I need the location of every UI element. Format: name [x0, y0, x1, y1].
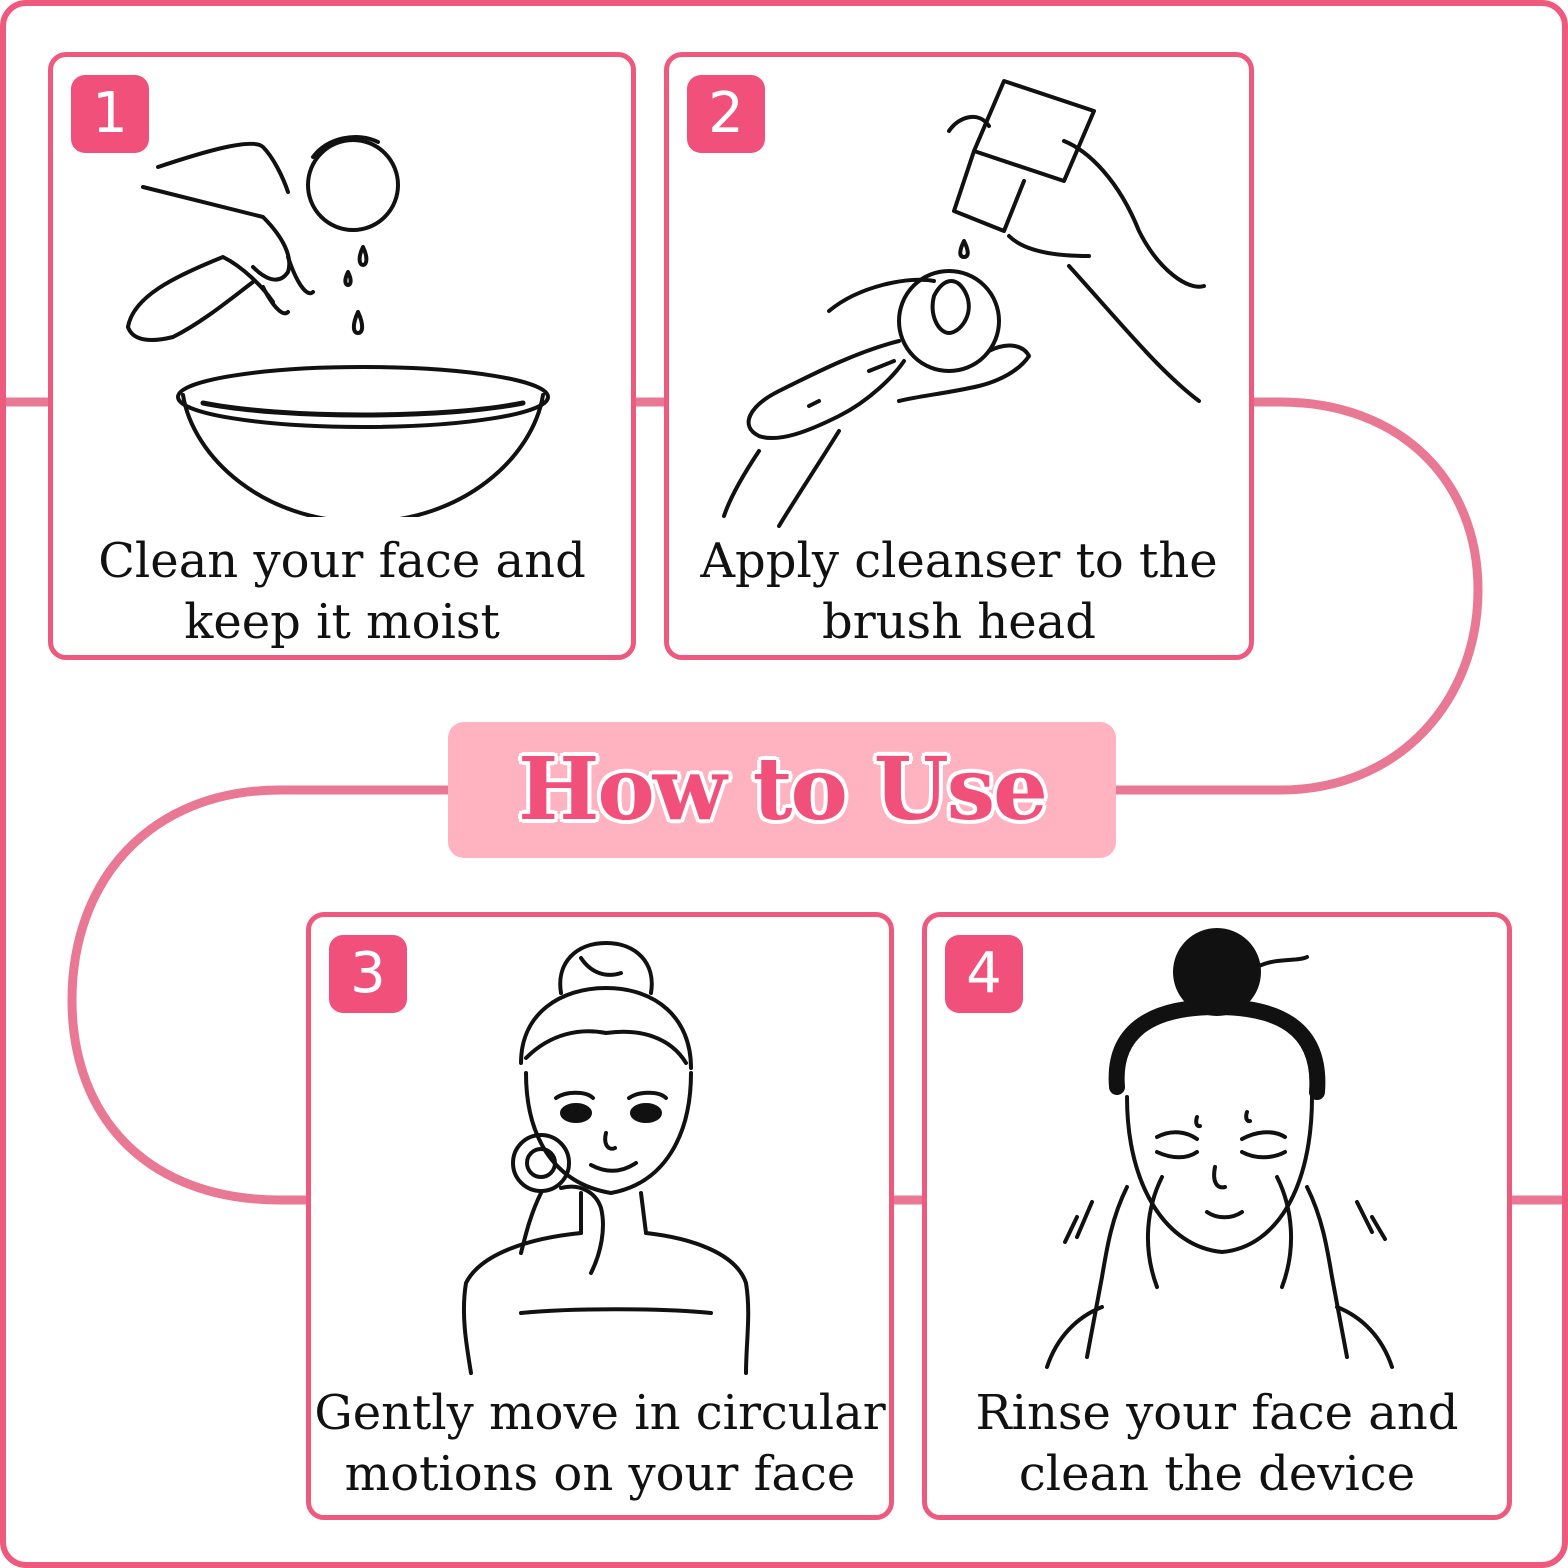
- cleanser-brush-icon: [722, 79, 1206, 528]
- page-title: How to Use: [518, 739, 1048, 840]
- caption-line-1: Clean your face and: [98, 533, 586, 589]
- water-bowl-icon: [126, 135, 550, 517]
- step-card-3: 3: [306, 912, 894, 1520]
- caption-line-2: clean the device: [1018, 1446, 1416, 1502]
- woman-rinse-icon: [1045, 928, 1394, 1369]
- step-number-badge: 1: [71, 75, 149, 153]
- step-number-badge: 4: [945, 935, 1023, 1013]
- step-card-4: 4: [922, 912, 1512, 1520]
- caption-line-1: Rinse your face and: [975, 1385, 1459, 1441]
- step-caption: Clean your face and keep it moist: [53, 531, 631, 653]
- caption-line-1: Apply cleanser to the: [700, 533, 1218, 589]
- step-caption: Apply cleanser to the brush head: [669, 531, 1249, 653]
- step-number-badge: 3: [329, 935, 407, 1013]
- caption-line-2: keep it moist: [184, 594, 500, 650]
- step-card-2: 2 Apply cleanser to the brush hea: [664, 52, 1254, 660]
- step-caption: Rinse your face and clean the device: [927, 1383, 1507, 1505]
- caption-line-2: motions on your face: [344, 1446, 856, 1502]
- title-banner: How to Use: [448, 722, 1116, 858]
- caption-line-2: brush head: [821, 594, 1097, 650]
- woman-brush-icon: [461, 941, 751, 1375]
- step-card-1: 1 Clean your face and keep it moist: [48, 52, 636, 660]
- caption-line-1: Gently move in circular: [314, 1385, 886, 1441]
- step-number-badge: 2: [687, 75, 765, 153]
- step-caption: Gently move in circular motions on your …: [311, 1383, 889, 1505]
